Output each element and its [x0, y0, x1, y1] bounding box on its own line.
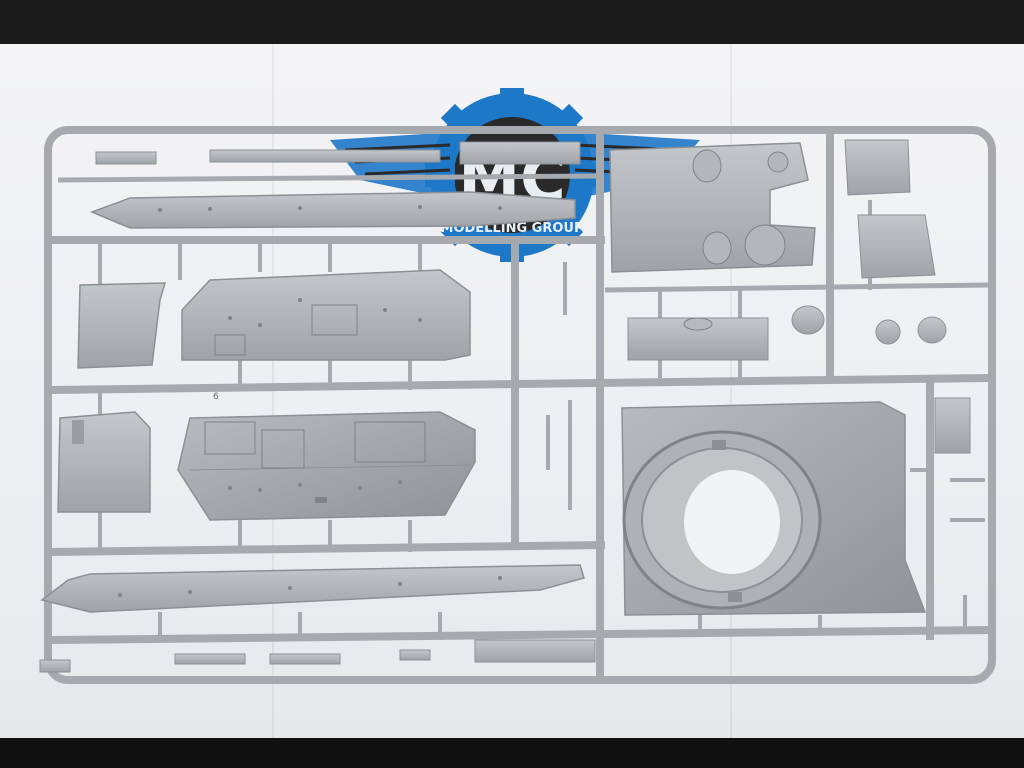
sprue-frame	[44, 126, 996, 684]
hull-side-plate-lower	[177, 411, 476, 521]
side-armor-piece	[57, 282, 167, 513]
rod-parts	[546, 262, 985, 630]
fender-part-top	[89, 191, 576, 229]
small-detail-parts	[39, 639, 596, 673]
fender-part-bottom	[40, 564, 585, 613]
dark-table-edge	[0, 738, 1024, 768]
engine-deck-plate	[609, 142, 816, 273]
small-bar-part	[95, 141, 581, 165]
turret-ring-plate	[621, 401, 927, 616]
hatch-part	[791, 139, 971, 454]
paper-seam	[272, 44, 274, 744]
part-number-label: 6	[213, 392, 219, 402]
rail-part	[627, 317, 769, 361]
paper-seam	[730, 44, 732, 744]
hull-side-plate-upper	[181, 269, 471, 361]
